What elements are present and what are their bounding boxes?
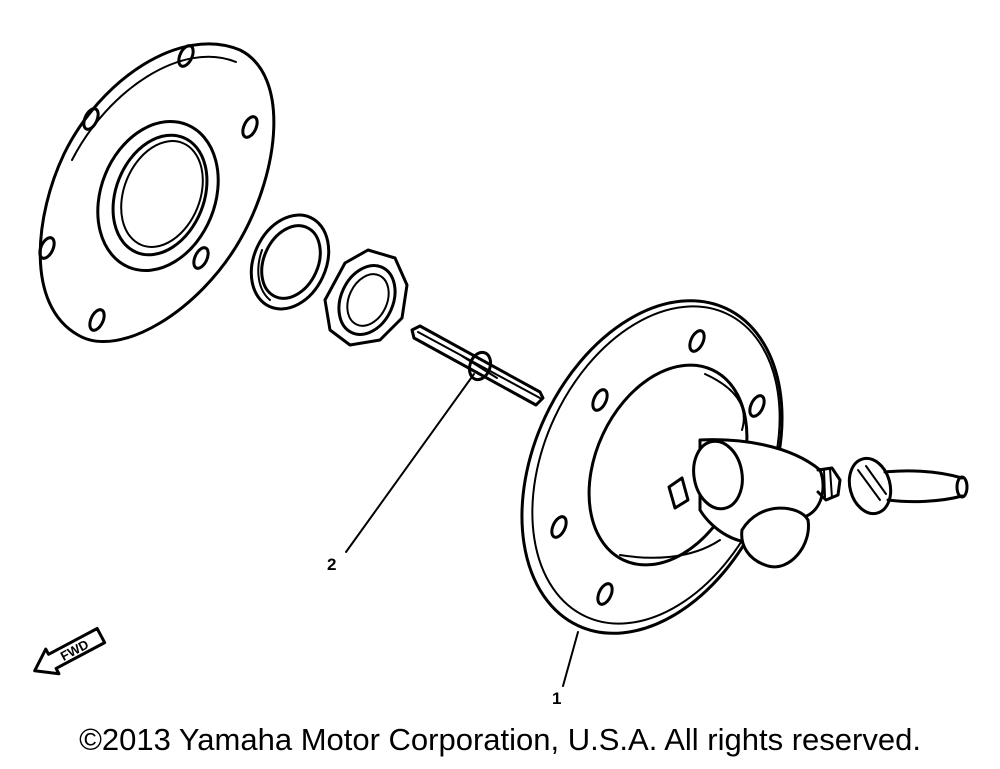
forward-direction-arrow: FWD — [33, 627, 107, 676]
copyright-notice: ©2013 Yamaha Motor Corporation, U.S.A. A… — [79, 722, 921, 757]
hex-nut — [323, 248, 409, 347]
shaft-pin — [410, 324, 545, 407]
callout-label-part-1: 1 — [552, 689, 561, 708]
cable-end-connector — [847, 456, 969, 516]
leader-line-part-1 — [562, 631, 579, 687]
hub-flange-assembly — [520, 299, 842, 635]
left-flange-plate — [38, 42, 276, 343]
leader-line-part-2 — [345, 373, 475, 553]
washer — [249, 213, 331, 311]
callout-label-part-2: 2 — [327, 555, 336, 574]
